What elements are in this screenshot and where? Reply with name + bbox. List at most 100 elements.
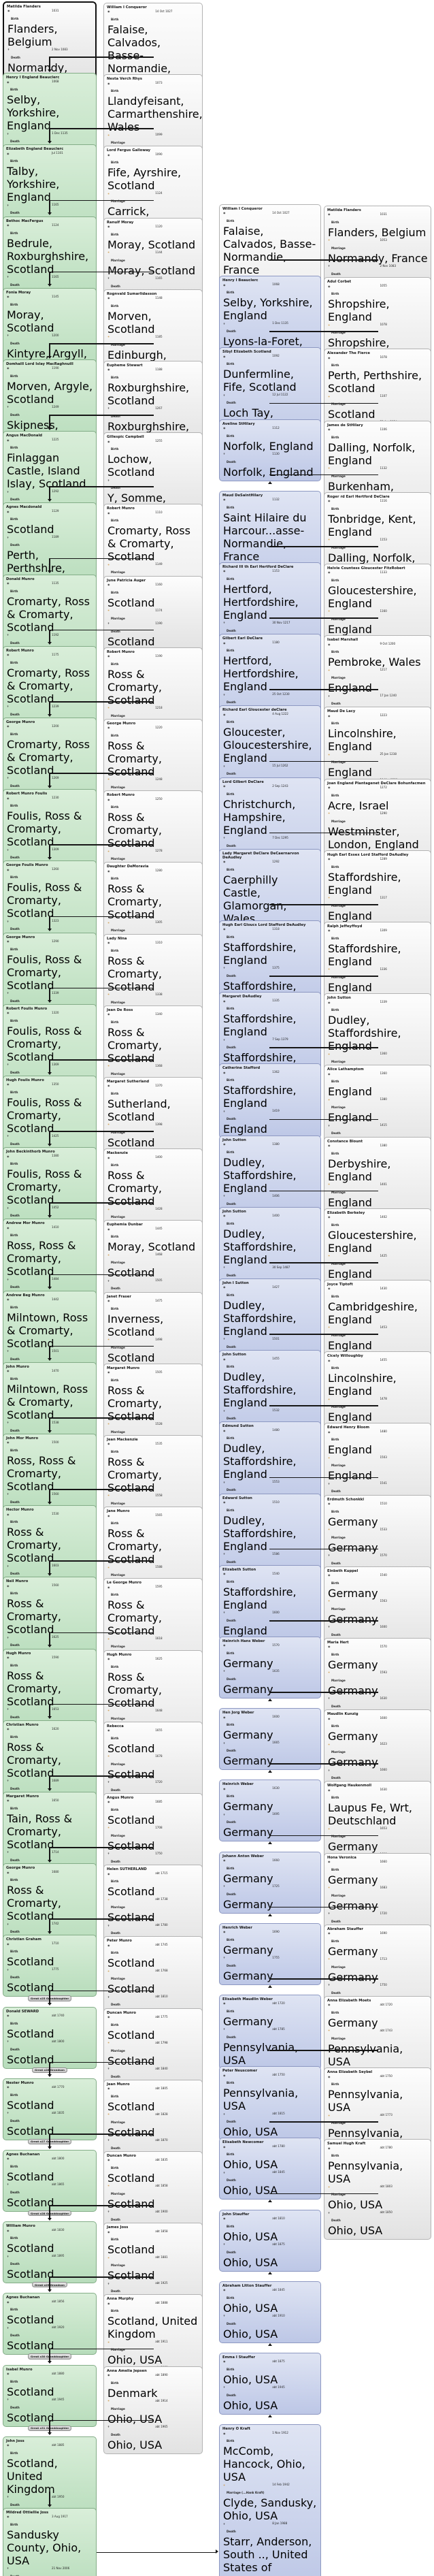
fact-value: 2 Sep 1243 (272, 784, 288, 788)
fact-label: Birth◉ (107, 869, 119, 881)
death-icon: ✝ (7, 1564, 10, 1568)
death-icon: ✝ (223, 2170, 226, 2174)
fact-value: 2 Nov 1083 (52, 48, 68, 51)
fact-label: Death✝ (223, 1480, 236, 1492)
fact-place: Moray, Scotland (7, 308, 54, 334)
fact-marriage: Marriage⚭1428 (107, 1208, 199, 1221)
fact-marriage: Marriage⚭1124 (107, 192, 199, 205)
person-name: Emma I Stauffer (222, 2355, 256, 2360)
fact-place: Ross & Cromarty, Scotland (107, 1455, 162, 1494)
fact-birth: Birth◉1340 (107, 1012, 199, 1026)
fact-place: Lincolnshire, England (328, 1372, 397, 1398)
fact-label: Death✝ (7, 1421, 20, 1432)
fact-label: Birth◉ (223, 354, 235, 366)
person-name: Lady Margaret DeClare DeCaernarvon DeAud… (222, 851, 299, 860)
fact-place: Cambridgeshire, England (328, 1300, 418, 1326)
connector-line (49, 343, 154, 344)
fact-label: Marriage⚭ (328, 323, 346, 335)
fact-place: Scotland (7, 2313, 54, 2327)
fact-death: Death✝1 Dec 1135 (7, 132, 93, 145)
fact-label: Death✝ (7, 1564, 20, 1576)
death-icon: ✝ (7, 1850, 10, 1854)
connector-line (49, 128, 154, 130)
fact-value: 1453 (380, 1325, 387, 1329)
marriage-icon: ⚭ (328, 1957, 331, 1961)
person-name: Cicely Willoughby (327, 1354, 363, 1359)
fact-place: Roxburghshire, Scotland (107, 381, 190, 407)
fact-death: Death✝1369 (7, 1063, 93, 1076)
fact-label: Birth◉ (107, 1298, 119, 1310)
person-name: John Mor Munro (6, 1436, 39, 1440)
fact-marriage: Marriage⚭1398 (107, 1123, 199, 1136)
fact-place: Ohio, USA (223, 2255, 278, 2269)
fact-label: Death✝ (328, 1481, 341, 1494)
fact-label: Birth◉ (328, 427, 339, 439)
connector-arrow (267, 2342, 272, 2346)
fact-place: Scotland (7, 2098, 54, 2112)
fact-marriage: Marriage⚭abt 1881 (107, 2256, 199, 2269)
fact-label: Death✝ (7, 2183, 20, 2194)
fact-marriage: Marriage⚭1498 (107, 1338, 199, 1351)
fact-death: Death✝1653 (7, 1707, 93, 1721)
fact-death: Death✝abt 1815 (223, 2112, 318, 2125)
person-name: Elizabeth Sutton (222, 1567, 256, 1572)
fact-value: 1160 (380, 609, 387, 613)
fact-value: abt 1858 (155, 2184, 168, 2187)
fact-label: Marriage⚭ (328, 967, 346, 979)
connector-line (49, 558, 50, 571)
fact-death: Death✝1560 (7, 1492, 93, 1506)
fact-death: Death✝1755 (223, 1956, 318, 1969)
death-icon: ✝ (7, 1277, 10, 1281)
person-name: Maud De Lacy (327, 709, 356, 714)
marriage-icon: ⚭ (328, 752, 331, 756)
fact-place: Sandusky County, Ohio, USA (7, 2528, 82, 2567)
fact-value: 14 Feb 1942 (272, 2483, 290, 2487)
fact-label: Birth◉ (107, 10, 119, 21)
fact-label: Marriage⚭ (328, 1599, 346, 1611)
fact-label: Birth◉ (7, 1512, 18, 1524)
connector-line (269, 617, 378, 619)
connector-line (49, 57, 154, 58)
fact-marriage: Marriage⚭1218 (107, 706, 199, 720)
fact-label: Birth◉ (107, 2229, 119, 2242)
death-icon: ✝ (107, 1852, 110, 1856)
person-name: Henry I England Beauclerc (6, 76, 60, 80)
fact-place: Staffordshire, England (223, 941, 297, 967)
fact-value: 1430 (380, 1287, 387, 1290)
fact-marriage: Marriage⚭1278 (107, 850, 199, 863)
connector-line (49, 629, 154, 631)
fact-value: abt 1910 (272, 2313, 285, 2317)
fact-value: 1630 (272, 1786, 280, 1790)
fact-death: Death✝1415 (328, 1124, 428, 1137)
fact-label: Birth◉ (107, 797, 119, 809)
fact-place: Scotland (107, 1741, 155, 1755)
fact-birth: Birth◉1255 (107, 440, 199, 453)
connector-line (269, 259, 378, 261)
